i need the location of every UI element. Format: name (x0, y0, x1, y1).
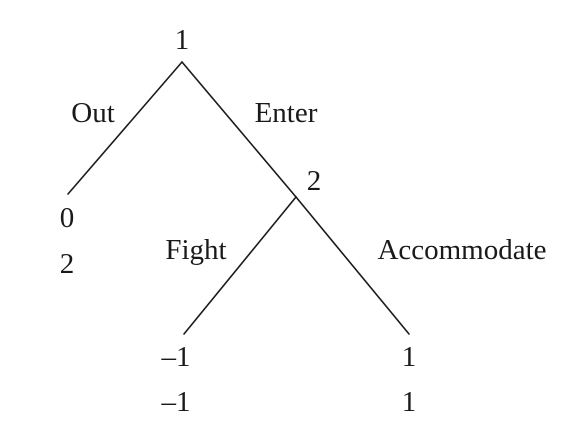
payoff-out-player1: 0 (60, 202, 75, 234)
payoff-accommodate-player2: 1 (402, 386, 417, 418)
node-label-player-2: 2 (307, 165, 322, 197)
branch-fight (183, 196, 297, 335)
payoff-accommodate-player1: 1 (402, 341, 417, 373)
action-label-accommodate: Accommodate (377, 234, 546, 266)
branch-out (67, 61, 183, 195)
action-label-fight: Fight (165, 234, 226, 266)
branch-enter (181, 61, 297, 198)
payoff-fight-player1: –1 (161, 341, 191, 373)
payoff-fight-player2: –1 (161, 386, 191, 418)
branch-accommodate (295, 196, 410, 335)
action-label-enter: Enter (255, 97, 318, 129)
action-label-out: Out (71, 97, 115, 129)
payoff-out-player2: 2 (60, 248, 75, 280)
node-label-player-1: 1 (175, 24, 190, 56)
